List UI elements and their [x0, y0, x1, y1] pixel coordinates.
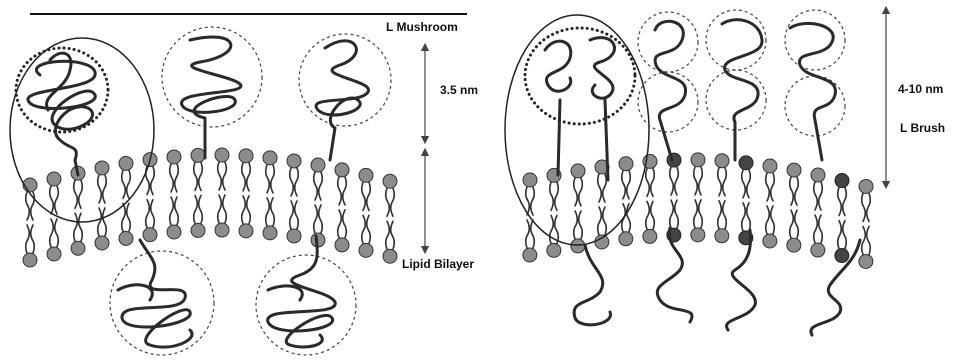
lipid-head	[523, 173, 537, 187]
mushroom-panel: L Mushroom	[10, 14, 478, 355]
lipid-head	[239, 149, 253, 163]
lipid-head	[263, 151, 277, 165]
lipid-head	[763, 234, 777, 248]
lipid-head	[215, 148, 229, 162]
lipid-head	[23, 178, 37, 192]
lipid-head	[691, 228, 705, 242]
lipid-head	[835, 174, 849, 188]
thickness-label-mushroom: 3.5 nm	[440, 83, 478, 97]
lipid-head	[835, 249, 849, 263]
lipid-head	[47, 172, 61, 186]
lipid-head	[167, 150, 181, 164]
lipid-head	[859, 179, 873, 193]
lipid-head	[571, 164, 585, 178]
lipid-head	[311, 158, 325, 172]
lipid-head	[691, 153, 705, 167]
mushroom-label: L Mushroom	[386, 20, 458, 34]
lipid-head	[383, 174, 397, 188]
lipid-head	[763, 159, 777, 173]
lipid-head	[23, 253, 37, 267]
lipid-head	[739, 156, 753, 170]
brush-panel: 4-10 nm L Brush	[505, 10, 945, 335]
lipid-head	[359, 168, 373, 182]
lipid-head	[95, 161, 109, 175]
lipid-head	[619, 232, 633, 246]
lipid-head	[715, 229, 729, 243]
lipid-head	[811, 168, 825, 182]
peg-coil	[638, 12, 698, 160]
lipid-head	[215, 223, 229, 237]
lipid-head	[787, 238, 801, 252]
thickness-label-brush: 4-10 nm	[898, 82, 943, 96]
lipid-head	[239, 224, 253, 238]
lipid-head	[643, 229, 657, 243]
lipid-head	[523, 248, 537, 262]
bilayer-label: Lipid Bilayer	[402, 257, 474, 271]
lipid-head	[383, 249, 397, 263]
lipid-head	[571, 239, 585, 253]
peg-coil	[706, 10, 766, 160]
peg-coil	[299, 34, 391, 160]
lipid-head	[167, 225, 181, 239]
lipid-head	[119, 231, 133, 245]
peg-coil	[162, 27, 262, 158]
lipid-head	[335, 163, 349, 177]
right-lipid-bilayer	[523, 153, 873, 269]
lipid-head	[119, 156, 133, 170]
lipid-head	[95, 236, 109, 250]
lipid-head	[335, 238, 349, 252]
brush-label: L Brush	[900, 121, 945, 135]
lipid-head	[191, 148, 205, 162]
lipid-head	[359, 243, 373, 257]
highlight-ellipse	[10, 38, 154, 222]
peg-coil	[256, 236, 356, 355]
lipid-head	[287, 229, 301, 243]
peg-coil	[785, 10, 845, 160]
lipid-head	[47, 247, 61, 261]
lipid-head	[619, 157, 633, 171]
lipid-head	[263, 226, 277, 240]
lipid-head	[787, 163, 801, 177]
lipid-head	[71, 241, 85, 255]
peg-coil	[110, 240, 214, 355]
lipid-head	[287, 154, 301, 168]
lipid-head	[811, 243, 825, 257]
lipid-head	[143, 228, 157, 242]
peg-chain-dotted	[525, 28, 635, 180]
left-lipid-bilayer	[23, 148, 397, 267]
lipid-head	[191, 223, 205, 237]
lipid-head	[715, 154, 729, 168]
lipid-head	[547, 243, 561, 257]
lipid-head	[859, 254, 873, 268]
